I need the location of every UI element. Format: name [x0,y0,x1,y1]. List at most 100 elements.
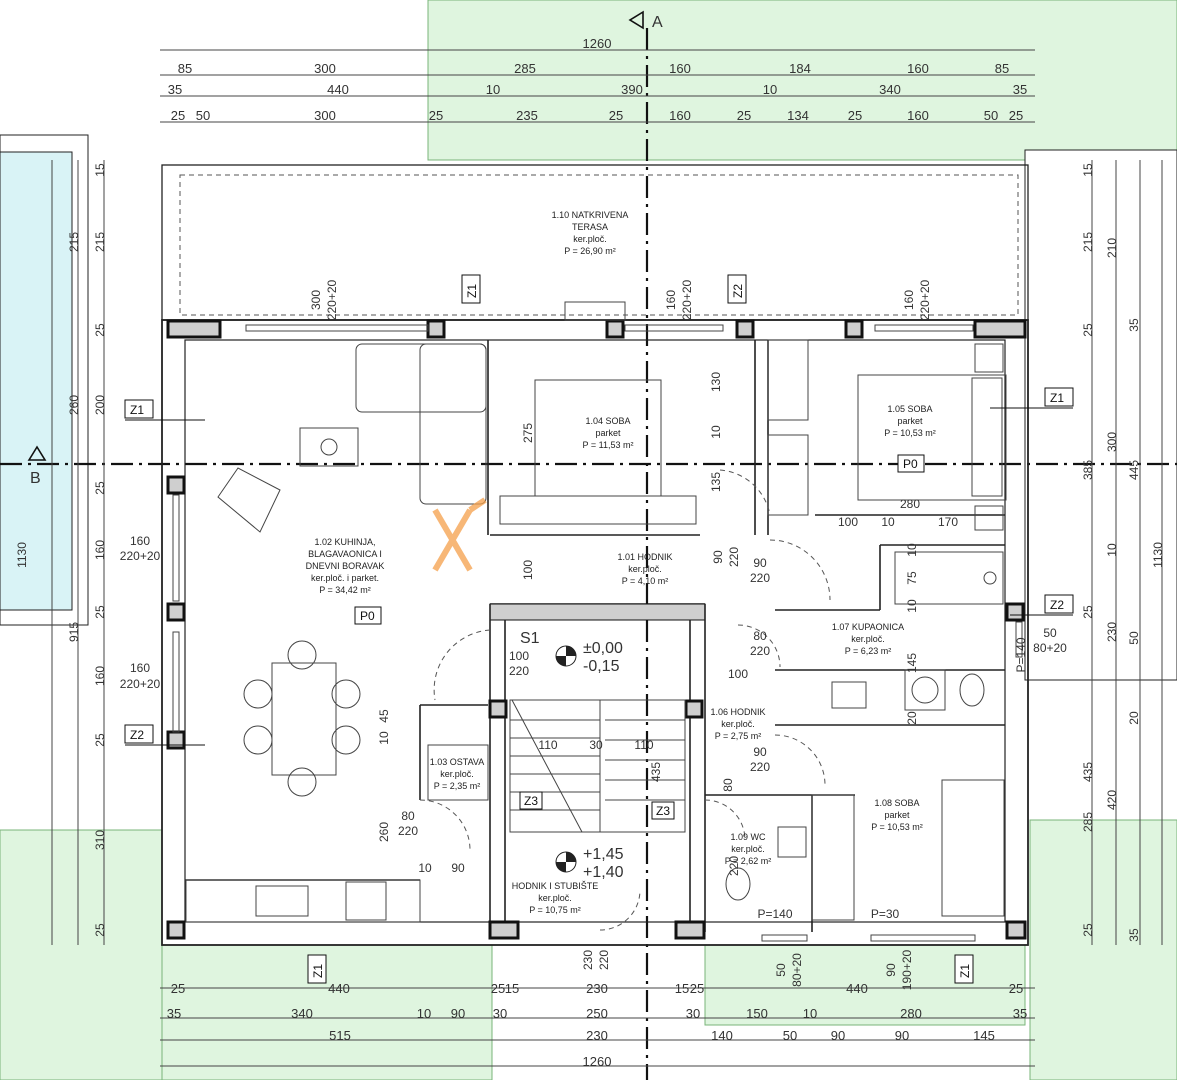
wall-tag-z2-left: Z2 [124,724,205,746]
dimension-value: 90 [831,1028,845,1043]
garden-right [1029,819,1177,1080]
windows [172,301,1023,942]
dimension-value: 160 [130,534,150,548]
dimension-value: 160 [907,108,929,123]
inner-dimension-value: 10 [881,515,895,529]
door-swings [419,469,831,931]
dimension-value: 285 [514,61,536,76]
svg-text:P = 2,35 m²: P = 2,35 m² [434,781,481,791]
svg-text:1.01 HODNIK: 1.01 HODNIK [617,552,672,562]
dimension-value: 285 [1081,812,1095,832]
dimension-value: 220+20 [120,677,161,691]
inner-dimension-value: 100 [728,667,748,681]
room-label-1-07: 1.07 KUPAONICA ker.ploč. P = 6,23 m² [832,622,904,656]
dimension-value: 390 [621,82,643,97]
dimension-value: 25 [171,981,185,996]
dimension-value: 80+20 [790,953,804,987]
dimension-value: P=140 [1014,637,1028,672]
dimension-value: 184 [789,61,811,76]
dimension-value: 235 [516,108,538,123]
inner-dimension-value: 110 [634,738,653,752]
inner-dimension-value: 20 [905,711,919,725]
inner-dimension-value: 170 [938,515,958,529]
dimension-value: 215 [1081,232,1095,252]
garden-top [427,0,1177,161]
svg-text:1.02 KUHINJA,: 1.02 KUHINJA, [314,537,375,547]
dimension-value: 35 [168,82,182,97]
dimension-value: 25 [491,981,505,996]
inner-dimension-value: 80 [721,778,735,792]
dimension-value: 90 [753,745,767,759]
inner-dimension-value: 30 [589,738,603,752]
columns [166,319,1027,940]
svg-text:P = 11,53 m²: P = 11,53 m² [583,440,634,450]
dimension-value: 340 [291,1006,313,1021]
dimension-value: 10 [417,1006,431,1021]
inner-dimension-value: 45 [377,709,391,723]
dimension-value: 445 [1127,460,1141,480]
stair-label: S1 [520,630,540,647]
dimension-value: 190+20 [900,949,914,990]
inner-dimension-value: 10 [709,425,723,439]
dimension-value: 160 [669,108,691,123]
inner-dimension-value: 110 [538,738,557,752]
dimension-value: 80+20 [1033,641,1067,655]
svg-text:1.09 WC: 1.09 WC [730,832,766,842]
dimension-value: 30 [493,1006,507,1021]
dimension-value: 15 [1081,163,1095,177]
svg-text:parket: parket [595,428,621,438]
dimension-value: 20 [1127,711,1141,725]
room-label-1-04: 1.04 SOBA parket P = 11,53 m² [583,416,634,450]
svg-text:P = 10,53 m²: P = 10,53 m² [884,428,936,438]
dimension-value: 230 [586,1028,608,1043]
dimension-value: 90 [711,550,725,564]
dimension-value: 50 [1127,631,1141,645]
dimension-value: 25 [1081,605,1095,619]
inner-dimension-value: 10 [905,599,919,613]
svg-text:Z3: Z3 [656,804,670,818]
dimension-value: 340 [879,82,901,97]
wall-tag-z2-top: Z2 [727,274,747,304]
svg-text:Z1: Z1 [465,284,479,298]
dimension-value: 145 [973,1028,995,1043]
dim-lines-top [51,49,1163,1067]
inner-dimension-value: 280 [900,497,920,511]
wall-tag-z2-right: Z2 [1010,594,1074,616]
dimension-value: 1130 [15,542,29,568]
dimension-value: 50 [984,108,998,123]
dimension-value: 25 [609,108,623,123]
inner-dimension-value: 10 [905,543,919,557]
dimension-value: 15 [675,981,689,996]
dimension-value: 15 [93,163,107,177]
dimension-value: 220+20 [120,549,161,563]
level-value-1b: -0,15 [583,658,620,675]
dimension-value: 35 [1013,1006,1027,1021]
svg-text:DNEVNI BORAVAK: DNEVNI BORAVAK [306,561,385,571]
garden-bottom-strip [161,944,493,1080]
inner-dimension-value: 10 [418,861,432,875]
wall-tag-z1-bottom-right: Z1 [954,954,974,984]
dimension-value: 134 [787,108,809,123]
garden-bottom-left [0,829,163,1080]
dimension-value: 25 [1081,923,1095,937]
wall-tag-z3-hall: Z3 [651,801,675,820]
room-label-1-03: 1.03 OSTAVA ker.ploč. P = 2,35 m² [430,757,485,791]
dimension-value: 160 [664,290,678,310]
dimension-value: 35 [1127,928,1141,942]
svg-text:P = 10,53 m²: P = 10,53 m² [871,822,923,832]
level-marker-2 [555,851,577,873]
svg-text:1.06 HODNIK: 1.06 HODNIK [710,707,765,717]
dimension-value: 220 [750,571,770,585]
dimension-value: 220+20 [918,279,932,320]
dimension-value: 160 [669,61,691,76]
dimension-value: 50 [196,108,210,123]
stairs [509,699,686,833]
svg-text:TERASA: TERASA [572,222,608,232]
dimension-value: 440 [846,981,868,996]
terrace-dashed [179,174,1019,316]
level-value-2: +1,45 [583,846,624,863]
dimension-value: 85 [178,61,192,76]
dimension-value: 90 [884,963,898,977]
dimension-value: 230 [1105,622,1119,642]
